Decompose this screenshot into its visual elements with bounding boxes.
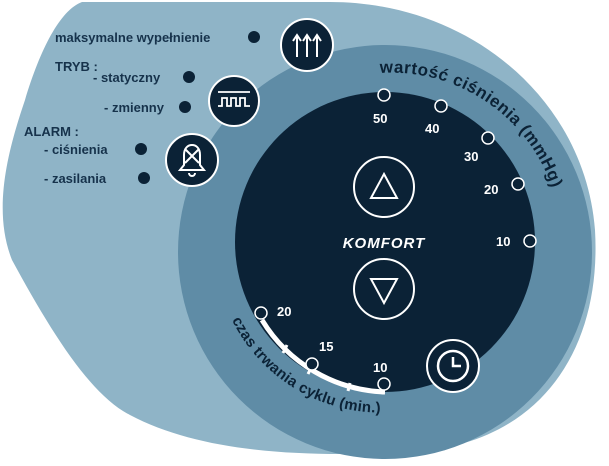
pressure-50-label: 50: [373, 111, 387, 126]
pressure-alarm-indicator[interactable]: [135, 143, 147, 155]
cycle-tick-mark: [281, 344, 289, 354]
power-alarm-label: - zasilania: [44, 171, 107, 186]
pressure-30-label: 30: [464, 149, 478, 164]
pressure-50-dot[interactable]: [377, 88, 391, 102]
alarm-button[interactable]: [165, 133, 219, 187]
cycle-20-label: 20: [277, 304, 291, 319]
cycle-20-dot[interactable]: [254, 306, 268, 320]
cycle-15-dot[interactable]: [305, 357, 319, 371]
pressure-20-dot[interactable]: [511, 177, 525, 191]
variable-mode-label: - zmienny: [104, 100, 164, 115]
max-fill-label: maksymalne wypełnienie: [55, 30, 211, 45]
pressure-10-label: 10: [496, 234, 510, 249]
cycle-10-label: 10: [373, 360, 387, 375]
pressure-30-dot[interactable]: [481, 131, 495, 145]
up-button[interactable]: [353, 156, 415, 218]
max-fill-arrows-icon: [292, 33, 322, 57]
power-alarm-indicator[interactable]: [138, 172, 150, 184]
up-triangle-icon: [369, 171, 399, 199]
cycle-10-dot[interactable]: [377, 377, 391, 391]
cycle-arc: [259, 318, 386, 395]
pressure-alarm-label: - ciśnienia: [44, 142, 108, 157]
alarm-bell-mute-icon: [177, 143, 207, 177]
pressure-20-label: 20: [484, 182, 498, 197]
mode-heading: TRYB :: [55, 59, 98, 74]
clock-button[interactable]: [426, 339, 480, 393]
cycle-15-label: 15: [319, 339, 333, 354]
down-triangle-icon: [369, 278, 399, 306]
static-mode-indicator[interactable]: [183, 71, 195, 83]
pressure-40-label: 40: [425, 121, 439, 136]
max-fill-button[interactable]: [280, 18, 334, 72]
variable-mode-indicator[interactable]: [179, 101, 191, 113]
pressure-10-dot[interactable]: [523, 234, 537, 248]
cycle-tick-mark: [346, 382, 352, 392]
dial-face: [235, 92, 535, 392]
down-button[interactable]: [353, 258, 415, 320]
mode-button[interactable]: [208, 75, 260, 127]
alarm-heading: ALARM :: [24, 124, 79, 139]
center-label: KOMFORT: [343, 235, 426, 252]
wave-mode-icon: [218, 91, 250, 107]
clock-icon: [436, 349, 470, 383]
max-fill-indicator[interactable]: [248, 31, 260, 43]
pressure-40-dot[interactable]: [434, 99, 448, 113]
static-mode-label: - statyczny: [93, 70, 161, 85]
